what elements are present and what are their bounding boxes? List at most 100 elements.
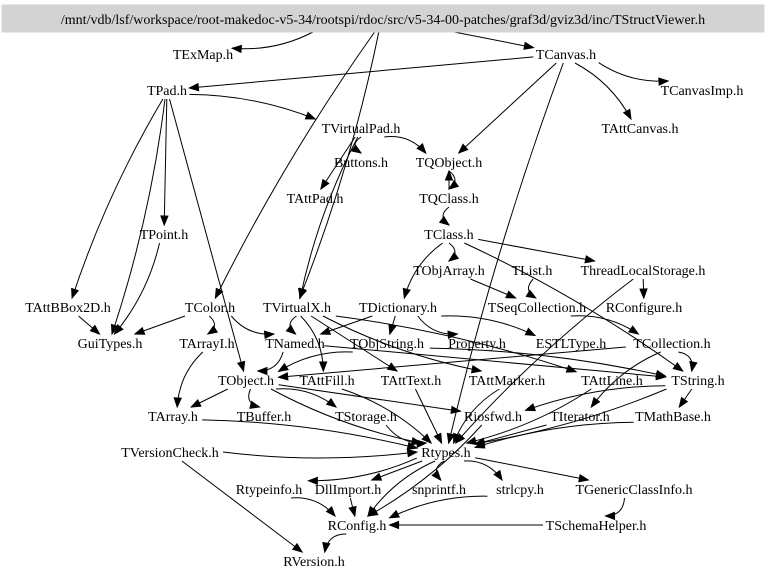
arrowhead-icon [453, 432, 462, 445]
node-tpoint[interactable]: TPoint.h [140, 228, 189, 243]
edge-tcanvas-to-tcanvasimp [598, 62, 669, 82]
arrowhead-icon [206, 325, 219, 335]
edge-rtypes-to-tgenericclassinfo [475, 457, 589, 481]
arrowhead-icon [89, 324, 101, 335]
edge-rtypeinfo-to-rconfig [290, 497, 336, 517]
arrowhead-icon [689, 360, 698, 373]
node-label: TGenericClassInfo.h [575, 483, 692, 498]
arrowhead-icon [388, 520, 400, 530]
edge-tcollection-to-tobject [278, 346, 626, 378]
node-property[interactable]: Property.h [448, 337, 506, 352]
arrowhead-icon [505, 290, 517, 299]
node-riosfwd[interactable]: Riosfwd.h [464, 410, 522, 425]
node-tobjstring[interactable]: TObjString.h [350, 337, 424, 352]
node-label: snprintf.h [412, 483, 466, 498]
edge-tobjstring-to-tobject [278, 351, 353, 372]
node-label: TCollection.h [633, 337, 710, 352]
node-tseqcollection[interactable]: TSeqCollection.h [488, 301, 586, 316]
edge-root-to-tcanvas [454, 31, 534, 49]
node-rtypeinfo[interactable]: Rtypeinfo.h [236, 483, 303, 498]
node-tattbbox2d[interactable]: TAttBBox2D.h [25, 301, 111, 316]
node-strlcpy[interactable]: strlcpy.h [496, 483, 544, 498]
node-label: TString.h [671, 374, 724, 389]
node-tclass[interactable]: TClass.h [424, 228, 473, 243]
node-estltype[interactable]: ESTLType.h [536, 337, 606, 352]
arrowhead-icon [523, 41, 535, 50]
arrowhead-icon [678, 396, 689, 409]
node-threadlocalstorage[interactable]: ThreadLocalStorage.h [581, 264, 706, 279]
node-tgenericclassinfo[interactable]: TGenericClassInfo.h [575, 483, 692, 498]
node-tmathbase[interactable]: TMathBase.h [635, 410, 711, 425]
arrowhead-icon [325, 397, 338, 408]
node-rtypes[interactable]: Rtypes.h [421, 446, 470, 461]
edge-tstring-to-riosfwd [525, 385, 666, 411]
node-tschemahelper[interactable]: TSchemaHelper.h [546, 519, 647, 534]
node-tcanvas[interactable]: TCanvas.h [536, 48, 596, 63]
node-tversioncheck[interactable]: TVersionCheck.h [121, 446, 219, 461]
node-tvirtualpad[interactable]: TVirtualPad.h [322, 122, 401, 137]
node-label: TBuffer.h [237, 410, 292, 425]
edge-tattfill-to-rtypes [341, 388, 432, 444]
node-tattmarker[interactable]: TAttMarker.h [469, 374, 545, 389]
edge-tdictionary-to-property [417, 315, 458, 335]
node-tcanvasimp[interactable]: TCanvasImp.h [661, 84, 744, 99]
node-label: TVirtualPad.h [322, 122, 401, 137]
node-label: TArrayI.h [179, 337, 234, 352]
node-label: Riosfwd.h [464, 410, 522, 425]
node-tattcanvas[interactable]: TAttCanvas.h [601, 122, 678, 137]
edge-tclass-to-tstring [464, 242, 683, 372]
node-buttons[interactable]: Buttons.h [334, 156, 388, 171]
node-tatttext[interactable]: TAttText.h [381, 374, 442, 389]
node-label: TCanvasImp.h [661, 84, 744, 99]
arrowhead-icon [416, 439, 428, 448]
edge-tgenericclassinfo-to-tschemahelper [605, 497, 625, 517]
node-tobject[interactable]: TObject.h [218, 374, 274, 389]
node-tarray[interactable]: TArray.h [148, 410, 198, 425]
node-tbuffer[interactable]: TBuffer.h [237, 410, 292, 425]
node-tattline[interactable]: TAttLine.h [581, 374, 642, 389]
root-node[interactable]: /mnt/vdb/lsf/workspace/root-makedoc-v5-3… [1, 4, 765, 33]
arrowhead-icon [318, 361, 328, 373]
node-label: RConfig.h [328, 519, 387, 534]
edge-tvirtualx-to-tatttext [310, 315, 398, 372]
arrowhead-icon [639, 288, 648, 300]
node-tqobject[interactable]: TQObject.h [416, 156, 482, 171]
node-rconfig[interactable]: RConfig.h [328, 519, 387, 534]
arrowhead-icon [230, 44, 243, 54]
edge-tcanvas-to-rtypes [448, 62, 564, 444]
node-tattpad[interactable]: TAttPad.h [287, 192, 344, 207]
node-label: TList.h [512, 264, 553, 279]
node-tstring[interactable]: TString.h [671, 374, 724, 389]
node-label: TObjArray.h [413, 264, 485, 279]
arrowhead-icon [473, 440, 486, 449]
arrowhead-icon [188, 82, 200, 92]
node-texmap[interactable]: TExMap.h [173, 48, 233, 63]
arrowhead-icon [388, 509, 400, 519]
node-titerator[interactable]: TIterator.h [550, 410, 609, 425]
node-tstorage[interactable]: TStorage.h [335, 410, 397, 425]
node-tvirtualx[interactable]: TVirtualX.h [263, 301, 331, 316]
node-tobjarray[interactable]: TObjArray.h [413, 264, 485, 279]
node-tarrayi[interactable]: TArrayI.h [179, 337, 234, 352]
arrowhead-icon [406, 448, 419, 458]
node-dllimport[interactable]: DllImport.h [315, 483, 382, 498]
arrowhead-icon [465, 436, 477, 445]
arrowhead-icon [214, 287, 224, 300]
node-guitypes[interactable]: GuiTypes.h [78, 337, 143, 352]
node-tqclass[interactable]: TQClass.h [419, 192, 479, 207]
node-label: strlcpy.h [496, 483, 544, 498]
node-tattfill[interactable]: TAttFill.h [299, 374, 354, 389]
node-tdictionary[interactable]: TDictionary.h [359, 301, 437, 316]
node-tcollection[interactable]: TCollection.h [633, 337, 710, 352]
node-tcolor[interactable]: TColor.h [185, 301, 235, 316]
node-label: TAttFill.h [299, 374, 354, 389]
node-rversion[interactable]: RVersion.h [283, 555, 345, 570]
node-snprintf[interactable]: snprintf.h [412, 483, 466, 498]
node-tpad[interactable]: TPad.h [147, 84, 187, 99]
node-tlist[interactable]: TList.h [512, 264, 553, 279]
edge-threadlocalstorage-to-rtypes [455, 278, 634, 444]
arrowhead-icon [447, 330, 459, 339]
node-rconfigure[interactable]: RConfigure.h [606, 301, 683, 316]
node-tnamed[interactable]: TNamed.h [265, 337, 324, 352]
node-label: RVersion.h [283, 555, 345, 570]
